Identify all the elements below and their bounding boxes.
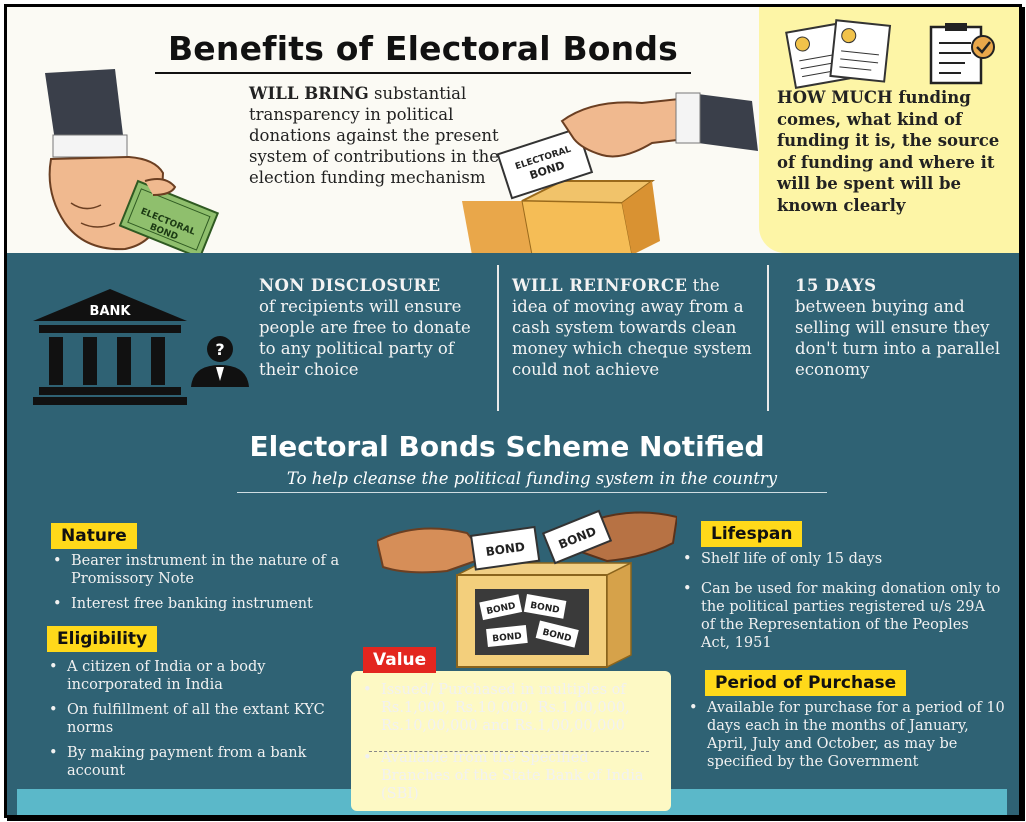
value-label: Value: [363, 647, 437, 673]
lifespan-item: Can be used for making donation only to …: [681, 580, 1001, 652]
eligibility-item: On fulfillment of all the extant KYC nor…: [47, 701, 347, 737]
fifteen-days-text: between buying and selling will ensure t…: [795, 297, 1001, 379]
anonymous-person-icon: ?: [191, 336, 249, 387]
how-much-lead: HOW MUCH: [777, 88, 893, 107]
period-label: Period of Purchase: [705, 670, 907, 696]
bank-icon: BANK: [33, 289, 187, 405]
value-divider: [369, 751, 649, 752]
bond-box-illustration: BOND BOND BOND BOND BOND BOND: [377, 509, 677, 669]
non-disclosure-text: of recipients will ensure people are fre…: [259, 297, 471, 379]
nature-item: Bearer instrument in the nature of a Pro…: [51, 552, 371, 588]
bank-label: BANK: [90, 304, 132, 319]
eligibility-item: By making payment from a bank account: [47, 744, 347, 780]
band-divider: [767, 265, 769, 411]
fifteen-days-column: 15 DAYS between buying and selling will e…: [795, 275, 1005, 380]
certificates-icon: [785, 19, 892, 89]
eligibility-label: Eligibility: [47, 626, 158, 652]
ballot-box-illustration: ELECTORAL BOND: [462, 92, 758, 255]
eligibility-item: A citizen of India or a body incorporate…: [47, 658, 347, 694]
transparency-text: WILL BRING substantial transparency in p…: [249, 83, 529, 188]
lifespan-label: Lifespan: [701, 521, 803, 547]
question-mark: ?: [215, 340, 224, 359]
transparency-body: substantial transparency in political do…: [249, 84, 499, 187]
nature-label: Nature: [51, 523, 137, 549]
scheme-subtitle: To help cleanse the political funding sy…: [237, 469, 827, 493]
non-disclosure-heading: NON DISCLOSURE: [259, 276, 441, 295]
svg-text:BOND: BOND: [492, 631, 522, 644]
svg-text:BOND: BOND: [485, 540, 526, 559]
non-disclosure-column: NON DISCLOSURE of recipients will ensure …: [259, 275, 491, 380]
hand-with-bond-illustration: ELECTORAL BOND: [45, 69, 220, 258]
value-list: Issued/ Purchased in multiples of Rs.1,0…: [361, 681, 661, 810]
period-item: Available for purchase for a period of 1…: [687, 699, 1007, 771]
transparency-lead: WILL BRING: [249, 84, 369, 103]
page-title: Benefits of Electoral Bonds: [155, 29, 691, 74]
lifespan-list: Shelf life of only 15 days Can be used f…: [681, 550, 1001, 659]
infographic-frame: Benefits of Electoral Bonds ELECTORAL BO…: [4, 4, 1022, 818]
nature-list: Bearer instrument in the nature of a Pro…: [51, 552, 371, 620]
period-list: Available for purchase for a period of 1…: [687, 699, 1007, 778]
reinforce-column: WILL REINFORCE the idea of moving away f…: [512, 275, 760, 380]
checklist-icon: [929, 23, 995, 85]
how-much-text: HOW MUCH funding comes, what kind of fun…: [777, 87, 1012, 216]
value-item: Available from the Specified Branches of…: [361, 749, 661, 803]
band-divider: [497, 265, 499, 411]
lifespan-item: Shelf life of only 15 days: [681, 550, 1001, 568]
scheme-title: Electoral Bonds Scheme Notified: [249, 430, 765, 463]
nature-item: Interest free banking instrument: [51, 595, 371, 613]
value-item: Issued/ Purchased in multiples of Rs.1,0…: [361, 681, 661, 735]
fifteen-days-heading: 15 DAYS: [795, 276, 877, 295]
reinforce-heading: WILL REINFORCE: [512, 276, 688, 295]
reinforce-text: the idea of moving away from a cash syst…: [512, 276, 752, 379]
how-much-body: funding comes, what kind of funding it i…: [777, 88, 1000, 215]
eligibility-list: A citizen of India or a body incorporate…: [47, 658, 347, 787]
